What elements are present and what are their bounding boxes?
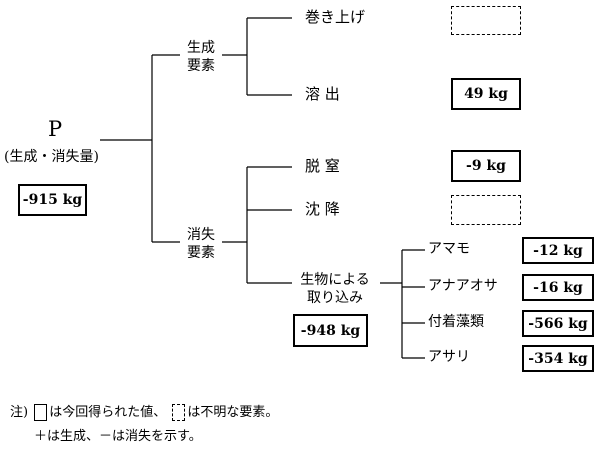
note-solid-text: は今回得られた値、 (49, 405, 167, 420)
generation-label-line2: 要素 (187, 58, 215, 74)
dacchitsu-label: 脱 窒 (305, 157, 340, 175)
dacchitsu-value-box: -9 kg (451, 150, 521, 182)
bio-uptake-value-box: -948 kg (293, 314, 368, 347)
note-line-1: 注) は今回得られた値、 は不明な要素。 (10, 404, 278, 421)
bio-uptake-label-line1: 生物による (300, 272, 370, 288)
generation-label: 生成 要素 (180, 39, 222, 75)
yoshutsu-value-box: 49 kg (451, 78, 521, 110)
anaaosa-label: アナアオサ (428, 278, 498, 294)
root-label: P (48, 117, 63, 141)
asari-value-box: -354 kg (522, 345, 594, 372)
bio-uptake-label-line2: 取り込み (307, 290, 363, 306)
note-prefix: 注) (10, 405, 29, 420)
asari-label: アサリ (428, 349, 470, 365)
anaaosa-value-box: -16 kg (522, 274, 594, 301)
generation-label-line1: 生成 (187, 40, 215, 56)
note-dashed-text: は不明な要素。 (187, 405, 279, 420)
makiage-unknown-box (451, 6, 521, 35)
chinko-label: 沈 降 (305, 200, 340, 218)
legend-dashed-box (172, 404, 186, 421)
bio-uptake-label: 生物による 取り込み (288, 271, 382, 307)
fuchaku-sorui-label: 付着藻類 (428, 314, 484, 330)
yoshutsu-label: 溶 出 (305, 85, 340, 103)
legend-solid-box (34, 404, 48, 421)
root-sublabel: (生成・消失量) (4, 149, 99, 165)
note-line-2: ＋は生成、－は消失を示す。 (34, 429, 202, 444)
fuchaku-sorui-value-box: -566 kg (522, 310, 594, 337)
chinko-unknown-box (451, 195, 521, 225)
amamo-value-box: -12 kg (522, 237, 594, 264)
loss-label: 消失 要素 (180, 226, 222, 262)
amamo-label: アマモ (428, 241, 470, 257)
loss-label-line1: 消失 (187, 227, 215, 243)
makiage-label: 巻き上げ (305, 8, 366, 26)
loss-label-line2: 要素 (187, 245, 215, 261)
root-value-box: -915 kg (18, 184, 87, 216)
